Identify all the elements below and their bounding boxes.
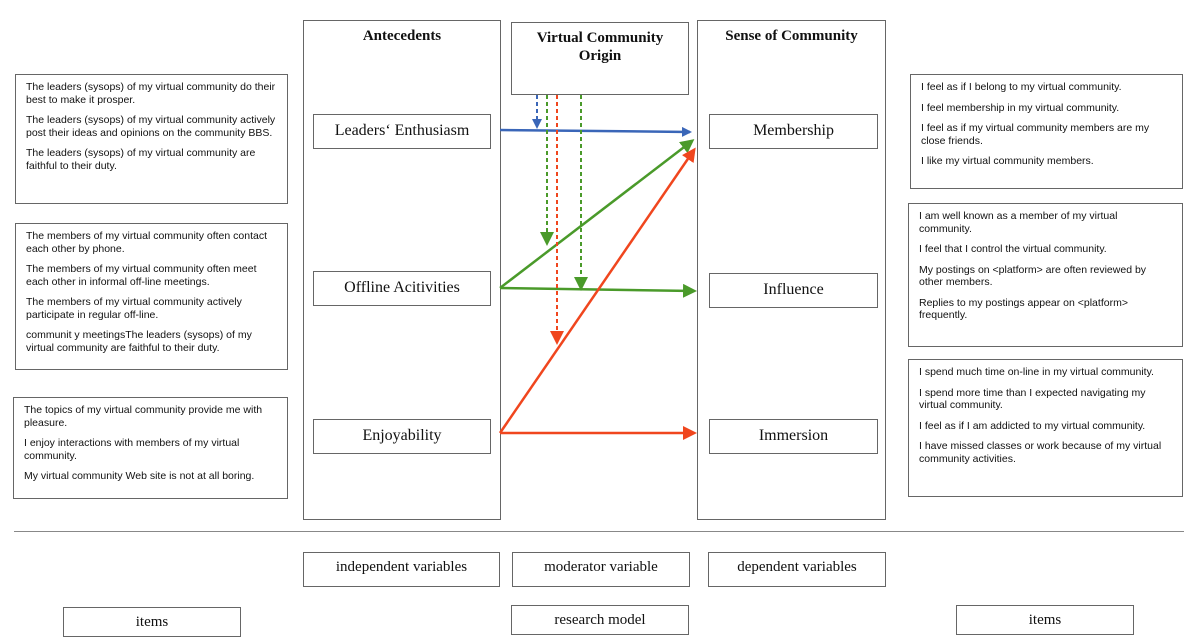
item-text: I feel as if I belong to my virtual comm… bbox=[921, 81, 1122, 93]
node-leaders-enthusiasm: Leaders‘ Enthusiasm bbox=[313, 114, 491, 149]
node-offline-activities: Offline Acitivities bbox=[313, 271, 491, 306]
item-text: I am well known as a member of my virtua… bbox=[919, 210, 1118, 235]
item-text: I feel membership in my virtual communit… bbox=[921, 101, 1120, 114]
arrow-leaders-membership bbox=[499, 126, 692, 137]
section-divider bbox=[14, 531, 1184, 532]
item-text: I feel as if I am addicted to my virtual… bbox=[919, 419, 1146, 432]
label-dependent-variables: dependent variables bbox=[708, 552, 886, 587]
item-text: The leaders (sysops) of my virtual commu… bbox=[26, 114, 276, 139]
item-text: The topics of my virtual community provi… bbox=[24, 404, 263, 429]
item-text: I spend more time than I expected naviga… bbox=[919, 386, 1146, 412]
item-text: The members of my virtual community ofte… bbox=[26, 263, 257, 288]
item-text: I enjoy interactions with members of my … bbox=[24, 437, 240, 462]
node-immersion: Immersion bbox=[709, 419, 878, 454]
arrow-offline-membership bbox=[499, 139, 695, 289]
node-enjoyability: Enjoyability bbox=[313, 419, 491, 454]
item-text: The leaders (sysops) of my virtual commu… bbox=[26, 81, 276, 106]
node-membership: Membership bbox=[709, 114, 878, 149]
arrow-enjoy-membership bbox=[498, 147, 696, 434]
origin-title: Virtual Community Origin bbox=[536, 30, 664, 64]
items-offline: The members of my virtual community ofte… bbox=[15, 223, 288, 370]
item-text: I feel as if my virtual community member… bbox=[921, 122, 1150, 147]
label-items-left: items bbox=[63, 607, 241, 637]
item-text: The members of my virtual community ofte… bbox=[26, 230, 268, 255]
items-membership: I feel as if I belong to my virtual comm… bbox=[910, 74, 1183, 189]
origin-box: Virtual Community Origin bbox=[511, 22, 689, 95]
item-text: I feel that I control the virtual commun… bbox=[919, 243, 1107, 255]
item-text: Replies to my postings appear on <platfo… bbox=[919, 296, 1128, 322]
items-enjoyability: The topics of my virtual community provi… bbox=[13, 397, 288, 499]
items-immersion: I spend much time on-line in my virtual … bbox=[908, 359, 1183, 497]
items-leaders: The leaders (sysops) of my virtual commu… bbox=[15, 74, 288, 204]
sense-title: Sense of Community bbox=[725, 28, 858, 44]
item-text: My postings on <platform> are often revi… bbox=[919, 263, 1147, 289]
node-influence: Influence bbox=[709, 273, 878, 308]
item-text: I spend much time on-line in my virtual … bbox=[919, 366, 1154, 378]
item-text: communit y meetingsThe leaders (sysops) … bbox=[26, 329, 252, 354]
items-influence: I am well known as a member of my virtua… bbox=[908, 203, 1183, 347]
label-research-model: research model bbox=[511, 605, 689, 635]
label-independent-variables: independent variables bbox=[303, 552, 500, 587]
label-items-right: items bbox=[956, 605, 1134, 635]
label-moderator-variable: moderator variable bbox=[512, 552, 690, 587]
item-text: I have missed classes or work because of… bbox=[919, 440, 1162, 465]
antecedents-title: Antecedents bbox=[362, 28, 442, 44]
item-text: My virtual community Web site is not at … bbox=[24, 470, 255, 482]
item-text: The leaders (sysops) of my virtual commu… bbox=[26, 147, 256, 172]
item-text: I like my virtual community members. bbox=[921, 155, 1094, 167]
item-text: The members of my virtual community acti… bbox=[26, 296, 242, 321]
